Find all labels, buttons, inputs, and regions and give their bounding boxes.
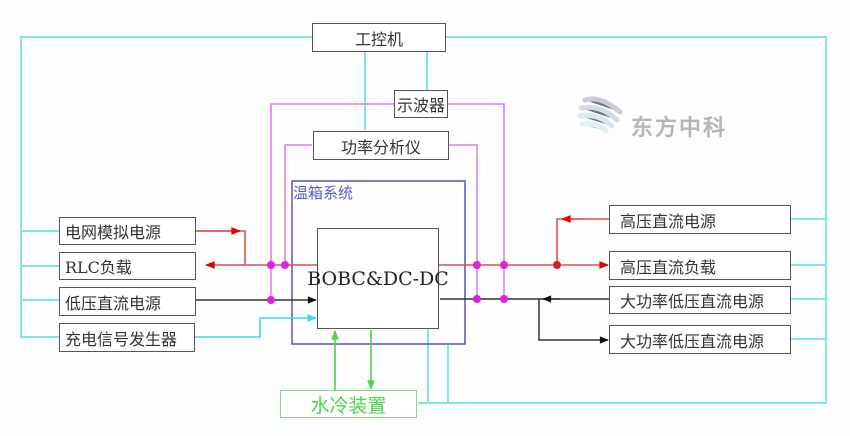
hv-dc-load-box: 高压直流负载 <box>609 251 791 280</box>
water-cooling-box: 水冷装置 <box>280 390 417 418</box>
power-analyzer-box: 功率分析仪 <box>313 131 449 160</box>
junction-node <box>500 295 508 303</box>
watermark-logo-icon <box>577 96 623 134</box>
analyzer-line-left <box>284 144 312 265</box>
hp-lv-line-2 <box>538 299 609 344</box>
junction-node <box>267 261 275 269</box>
comm-bus <box>20 36 827 404</box>
measure-lines <box>270 103 505 300</box>
grid-sim-line <box>195 230 246 265</box>
junction-node <box>473 295 481 303</box>
temperature-chamber-label: 温箱系统 <box>293 184 354 202</box>
lv-dc-source-box: 低压直流电源 <box>59 287 196 316</box>
grid-simulator-box: 电网模拟电源 <box>59 217 196 245</box>
watermark-text: 东方中科 <box>631 116 728 141</box>
hp-lv-dc-source-box-2: 大功率低压直流电源 <box>609 325 791 354</box>
junction-node-hv <box>553 261 561 269</box>
analyzer-line-right <box>448 144 478 300</box>
hv-source-line <box>556 218 609 265</box>
scope-line-left <box>270 103 394 300</box>
cooling-lines <box>331 330 375 390</box>
red-power-lines <box>195 215 609 269</box>
temperature-chamber-outline <box>291 180 466 345</box>
hv-dc-source-box: 高压直流电源 <box>609 205 791 234</box>
scope-line-right <box>448 103 505 300</box>
lv-lines <box>195 295 609 344</box>
junction-node <box>500 261 508 269</box>
charge-signal-generator-box: 充电信号发生器 <box>59 323 195 352</box>
rlc-load-box: RLC负载 <box>59 252 196 280</box>
hp-lv-dc-source-box-1: 大功率低压直流电源 <box>609 286 791 314</box>
comm-line-left <box>20 36 312 338</box>
oscilloscope-box: 示波器 <box>394 90 448 118</box>
junction-nodes <box>267 261 508 304</box>
junction-node <box>473 261 481 269</box>
dut-box: BOBC&DC-DC <box>307 228 449 329</box>
junction-node <box>267 296 275 304</box>
signal-line <box>195 314 317 338</box>
ipc-box: 工控机 <box>312 23 446 52</box>
junction-node <box>281 261 289 269</box>
